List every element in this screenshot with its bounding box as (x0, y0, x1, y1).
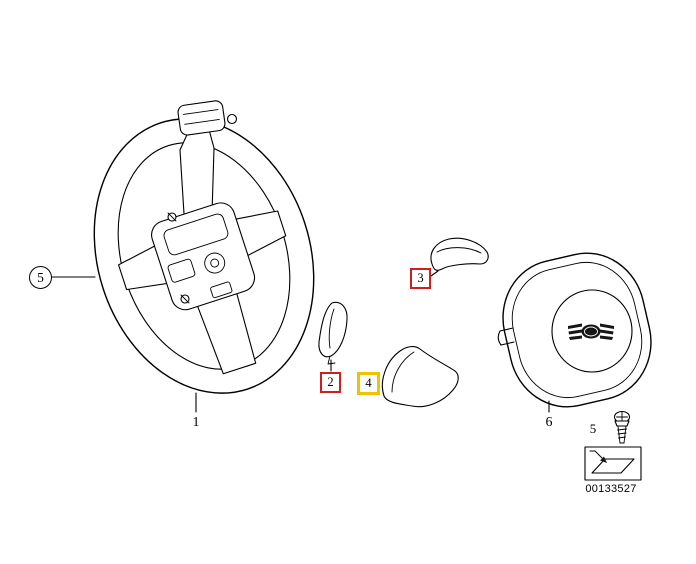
steering-wheel-drawing (93, 100, 315, 394)
trim-cover-3-drawing (430, 237, 489, 271)
callout-1-steering-wheel[interactable]: 1 (192, 415, 200, 430)
airbag-module-drawing (497, 252, 652, 408)
steering-column-stalk (177, 100, 238, 215)
trim-cover-2-drawing (318, 301, 348, 365)
callout-2-small-trim-cover[interactable]: 2 (320, 372, 341, 393)
callout-3-upper-trim-cover[interactable]: 3 (410, 268, 431, 289)
callout-5-screw-reference[interactable]: 5 (589, 421, 597, 436)
callout-6-airbag-module[interactable]: 6 (545, 415, 553, 430)
hub-screw-icon (167, 212, 190, 304)
stamp-arrow-symbol-icon (584, 446, 642, 481)
callout-5-column-screw[interactable]: 5 (29, 266, 52, 289)
screw-icon (613, 410, 631, 444)
trim-cover-4-drawing (381, 346, 459, 408)
diagram-number: 00133527 (585, 483, 637, 495)
leader-lines (51, 270, 550, 413)
mini-wings-logo-icon (568, 323, 614, 340)
callout-4-lower-trim-cover[interactable]: 4 (357, 372, 380, 395)
